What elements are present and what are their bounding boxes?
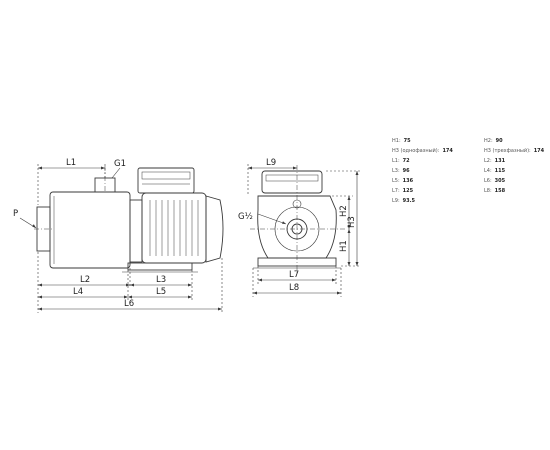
spec-value: 90 xyxy=(495,138,503,144)
label-l1: L1 xyxy=(66,158,76,168)
label-l5: L5 xyxy=(156,287,166,297)
spec-key: L6: xyxy=(484,178,492,184)
label-l9: L9 xyxy=(266,158,276,168)
spec-value: 131 xyxy=(494,158,506,164)
front-dimension-lines xyxy=(247,164,361,297)
pump-side-view xyxy=(34,166,224,273)
spec-row: H3 (трехфазный):174 xyxy=(484,148,544,154)
spec-value: 158 xyxy=(494,188,506,194)
spec-row: L2:131 xyxy=(484,158,505,164)
spec-row: L1:72 xyxy=(392,158,410,164)
spec-key: L1: xyxy=(392,158,400,164)
spec-row: L3:96 xyxy=(392,168,410,174)
label-l2: L2 xyxy=(80,275,90,285)
label-l8: L8 xyxy=(289,283,299,293)
front-view-labels: L9 G½ L7 L8 H1 H2 H3 xyxy=(238,158,357,293)
spec-value: 96 xyxy=(402,168,410,174)
spec-value: 115 xyxy=(494,168,506,174)
spec-key: H2: xyxy=(484,138,493,144)
spec-row: H1:75 xyxy=(392,138,411,144)
spec-value: 72 xyxy=(402,158,410,164)
spec-value: 125 xyxy=(402,188,414,194)
spec-value: 174 xyxy=(442,148,453,154)
spec-row: L5:136 xyxy=(392,178,413,184)
spec-key: H3 (трехфазный): xyxy=(484,148,531,154)
spec-key: L4: xyxy=(484,168,492,174)
label-h2: H2 xyxy=(339,205,349,217)
spec-row: L4:115 xyxy=(484,168,505,174)
spec-row: L7:125 xyxy=(392,188,413,194)
side-view-labels: L1 G1 P L2 L3 L4 L5 L6 xyxy=(13,158,166,309)
label-g1: G1 xyxy=(114,159,126,169)
label-h3: H3 xyxy=(347,216,357,228)
spec-value: 93.5 xyxy=(402,198,415,204)
spec-value: 136 xyxy=(402,178,414,184)
spec-key: H3 (однофазный): xyxy=(392,148,440,154)
label-l4: L4 xyxy=(73,287,83,297)
label-p: P xyxy=(13,209,18,219)
spec-key: L7: xyxy=(392,188,400,194)
dimension-table: H1:75 H3 (однофазный):174 L1:72 L3:96 L5… xyxy=(392,138,550,208)
label-l6: L6 xyxy=(124,299,134,309)
spec-value: 174 xyxy=(533,148,545,154)
label-g-half: G½ xyxy=(238,212,253,222)
spec-key: L9: xyxy=(392,198,400,204)
spec-key: L5: xyxy=(392,178,400,184)
side-dimension-lines xyxy=(19,164,223,313)
label-h1: H1 xyxy=(339,240,349,252)
label-l3: L3 xyxy=(156,275,166,285)
dimension-arrowheads xyxy=(32,166,359,311)
spec-row: L8:158 xyxy=(484,188,505,194)
spec-key: H1: xyxy=(392,138,401,144)
pump-front-view xyxy=(250,165,345,273)
spec-row: H2:90 xyxy=(484,138,503,144)
label-l7: L7 xyxy=(289,270,299,280)
spec-key: L8: xyxy=(484,188,492,194)
spec-row: L6:305 xyxy=(484,178,505,184)
spec-value: 305 xyxy=(494,178,506,184)
spec-value: 75 xyxy=(403,138,411,144)
spec-row: H3 (однофазный):174 xyxy=(392,148,453,154)
spec-key: L3: xyxy=(392,168,400,174)
spec-key: L2: xyxy=(484,158,492,164)
spec-row: L9:93.5 xyxy=(392,198,415,204)
